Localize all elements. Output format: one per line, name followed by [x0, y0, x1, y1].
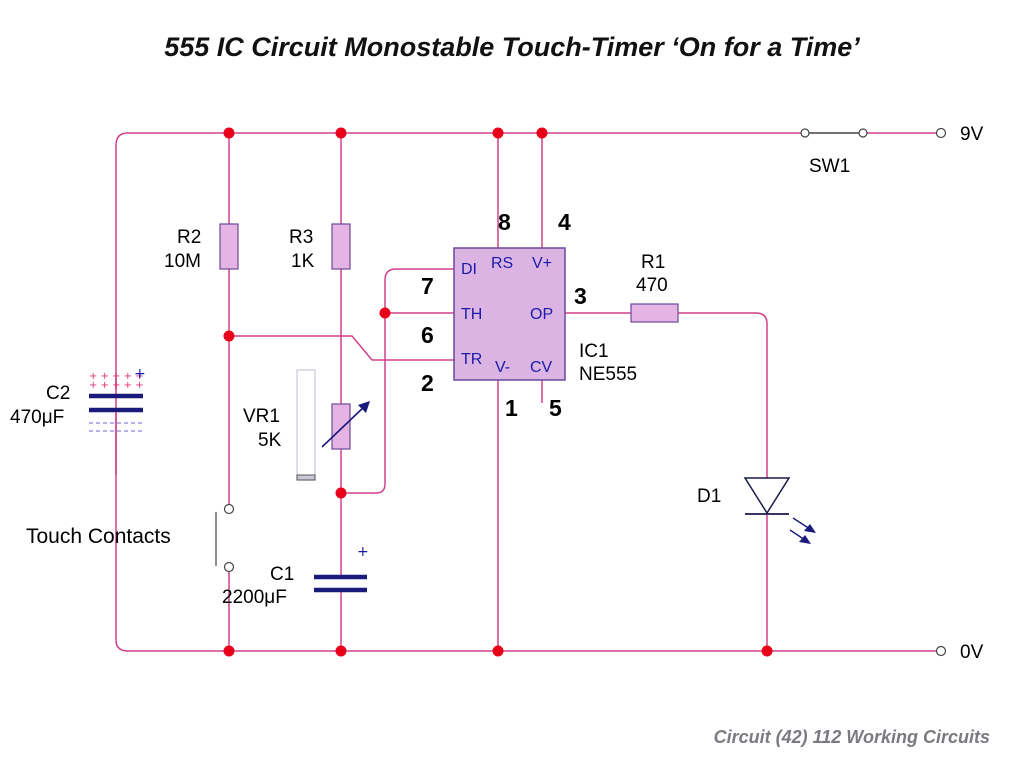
node-c1-top [335, 487, 347, 499]
vr1-slider-thumb[interactable] [296, 474, 316, 481]
node-bottom-touch [223, 645, 235, 657]
ic1-ne555[interactable]: DI TH TR RS V+ OP V- CV [453, 247, 566, 381]
pin-number-8: 8 [498, 209, 511, 235]
pin-name-tr: TR [461, 351, 482, 368]
touch-contacts-label: Touch Contacts [26, 525, 171, 548]
component-labels: R2 10M R3 1K R1 470 VR1 5K C2 470μF C1 2… [10, 124, 984, 663]
pin-number-4: 4 [558, 209, 571, 235]
vr1-arrow-head [358, 401, 370, 413]
pin-number-7: 7 [421, 273, 434, 299]
c1-name: C1 [270, 564, 294, 585]
c2-value: 470μF [10, 407, 64, 428]
r1-name: R1 [641, 252, 665, 273]
pin-name-op: OP [530, 306, 553, 323]
c1-value: 2200μF [222, 587, 287, 608]
led-d1[interactable] [743, 477, 816, 544]
node-top-r2 [223, 127, 235, 139]
node-top-pin8 [492, 127, 504, 139]
ground-terminal[interactable] [935, 645, 947, 657]
pin-name-rs: RS [491, 255, 513, 272]
pin-name-di: DI [461, 261, 477, 278]
d1-light-arrow-1-head [804, 524, 816, 533]
sw1-name: SW1 [809, 156, 850, 177]
switch-sw1[interactable] [800, 128, 868, 138]
trigger-wire [229, 335, 454, 361]
c2-name: C2 [46, 383, 70, 404]
terminals [935, 127, 947, 657]
c2-positive-charge-row-1: + + + + + [89, 371, 144, 382]
ground-supply-label: 0V [960, 642, 984, 663]
pin-number-3: 3 [574, 283, 587, 309]
ic1-part: NE555 [579, 364, 637, 385]
node-top-r3 [335, 127, 347, 139]
touch-contacts[interactable] [215, 503, 235, 573]
resistor-r3[interactable] [331, 223, 351, 270]
node-top-pin4 [536, 127, 548, 139]
pin-number-5: 5 [549, 395, 562, 421]
pin-number-1: 1 [505, 395, 518, 421]
node-bottom-pin1 [492, 645, 504, 657]
pin-name-vplus: V+ [532, 255, 552, 272]
ic1-name: IC1 [579, 341, 609, 362]
node-threshold [379, 307, 391, 319]
vr1-arrow-line [321, 404, 367, 448]
r1-value: 470 [636, 275, 668, 296]
touch-contact-top[interactable] [223, 503, 235, 515]
touch-contact-bottom[interactable] [223, 561, 235, 573]
r2-value: 10M [164, 251, 201, 272]
d1-name: D1 [697, 486, 721, 507]
pin-number-6: 6 [421, 322, 434, 348]
pin-name-th: TH [461, 306, 482, 323]
node-trigger [223, 330, 235, 342]
node-bottom-c1 [335, 645, 347, 657]
c2-plus-sign: + [134, 366, 146, 382]
pin-numbers: 8 4 7 6 2 3 1 5 [421, 209, 587, 421]
positive-terminal[interactable] [935, 127, 947, 139]
variable-resistor-vr1[interactable] [296, 369, 370, 481]
r3-value: 1K [291, 251, 315, 272]
junction-nodes [223, 127, 773, 657]
d1-light-arrow-2-head [799, 535, 811, 544]
wires [115, 132, 938, 652]
pin-name-vminus: V- [495, 359, 510, 376]
resistor-r1[interactable] [630, 303, 679, 323]
positive-supply-label: 9V [960, 124, 984, 145]
resistor-r2[interactable] [219, 223, 239, 270]
ic1-body [453, 247, 566, 381]
d1-light-arrow-1 [792, 517, 811, 530]
vr1-name: VR1 [243, 406, 280, 427]
r2-name: R2 [177, 227, 201, 248]
page-title: 555 IC Circuit Monostable Touch-Timer ‘O… [164, 32, 860, 62]
c2-positive-charge-row-2: + + + + + [89, 380, 144, 391]
left-rail-wire [115, 132, 129, 652]
discharge-wire [341, 268, 454, 494]
capacitor-c1[interactable]: + [314, 544, 369, 593]
r3-name: R3 [289, 227, 313, 248]
vr1-slider-track[interactable] [296, 369, 316, 481]
footer-caption: Circuit (42) 112 Working Circuits [713, 727, 990, 747]
switch-contact-left [800, 128, 810, 138]
c1-plus-sign: + [357, 544, 369, 560]
d1-triangle [743, 477, 791, 515]
r1-to-led-wire [678, 312, 768, 478]
vr1-body [331, 403, 351, 450]
pin-number-2: 2 [421, 370, 434, 396]
pin-name-cv: CV [530, 359, 553, 376]
capacitor-c2[interactable]: + + + + + + + + + + + [89, 366, 146, 475]
switch-contact-right [858, 128, 868, 138]
node-bottom-led [761, 645, 773, 657]
vr1-value: 5K [258, 430, 282, 451]
